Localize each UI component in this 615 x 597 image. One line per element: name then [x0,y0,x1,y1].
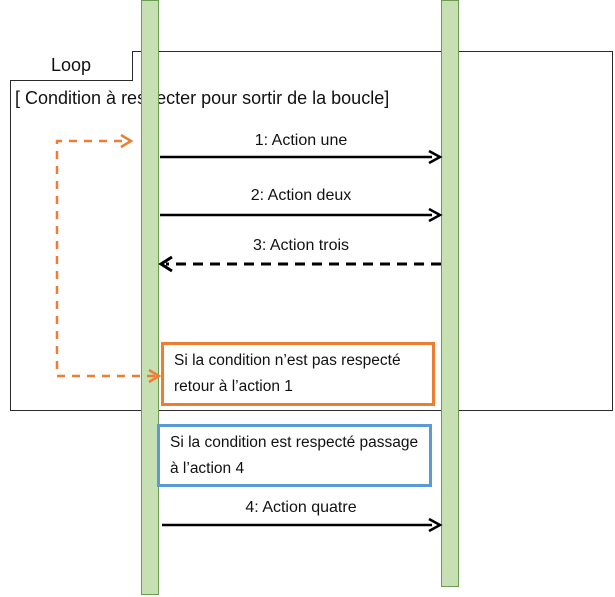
loop-back-dashed-arrow [55,133,162,384]
message-1-arrow [160,149,443,165]
message-4-arrow [162,517,443,533]
loop-back-note-text: Si la condition n’est pas respecté retou… [174,352,401,395]
message-4-label: 4: Action quatre [245,499,357,516]
lifeline-right [441,0,459,587]
exit-note: Si la condition est respecté passage à l… [157,424,432,487]
loop-back-note: Si la condition n’est pas respecté retou… [161,342,435,406]
loop-fragment-frame [10,51,613,411]
message-3-label: 3: Action trois [252,237,350,254]
loop-guard-condition: [ Condition à respecter pour sortir de l… [15,88,390,108]
exit-note-text: Si la condition est respecté passage à l… [170,434,419,477]
message-3-return-arrow [158,255,441,273]
message-2-arrow [160,207,443,223]
message-1-label: 1: Action une [254,132,348,149]
loop-operator-label: Loop [10,51,133,81]
message-2-label: 2: Action deux [250,187,352,204]
lifeline-left [141,0,159,595]
